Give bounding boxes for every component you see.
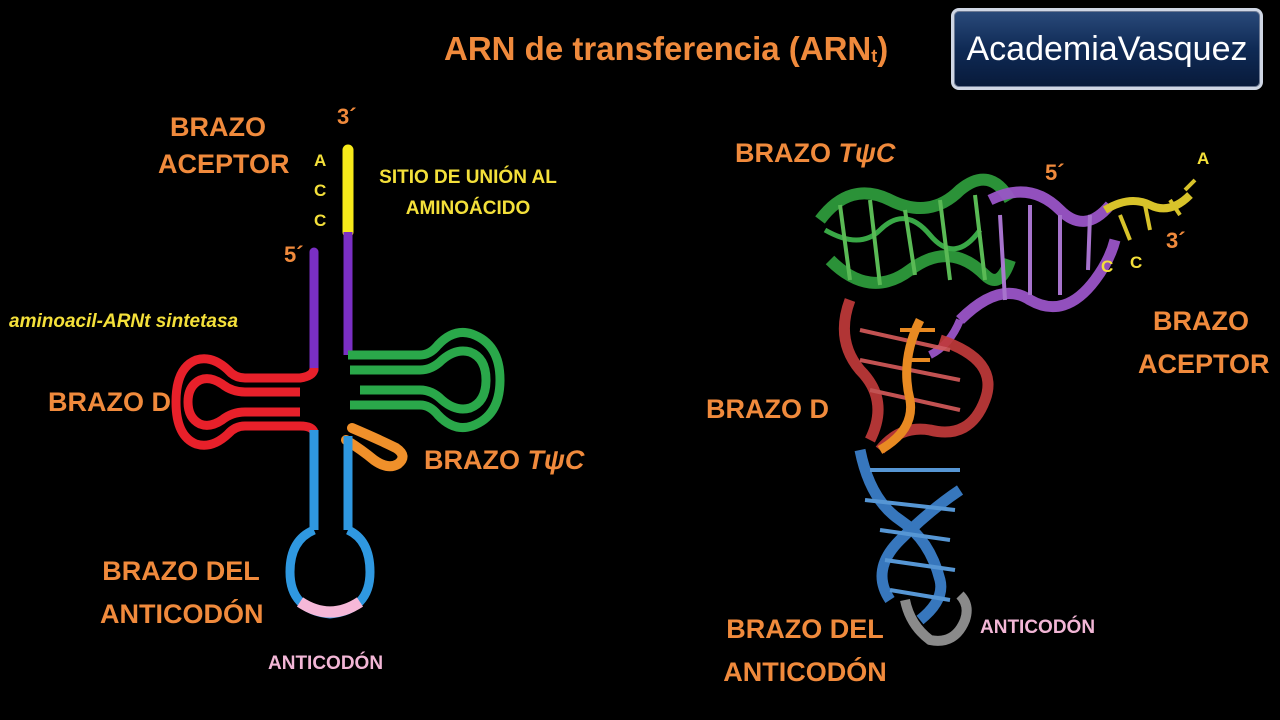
binding-site-line1: SITIO DE UNIÓN AL [379,167,557,188]
brand-label: AcademiaVasquez [966,29,1248,68]
page-title: ARN de transferencia (ARNt) [444,30,888,68]
left-anticodon-arm-label: BRAZO DEL ANTICODÓN [100,556,264,629]
left-five-prime-label: 5´ [284,242,304,267]
left-tpsic-symbol: TψC [527,445,585,475]
left-acceptor-line1: BRAZO [170,112,266,142]
left-acc-letter-c2: C [314,211,327,230]
left-three-prime-label: 3´ [337,104,357,129]
left-anticodon-label: ANTICODÓN [268,653,384,674]
binding-site-label: SITIO DE UNIÓN AL AMINOÁCIDO [368,168,568,218]
title-close: ) [877,30,889,67]
right-tpsic-arm-label: BRAZO TψC [735,140,895,167]
right-anticodon-label: ANTICODÓN [980,617,1096,638]
variable-loop [341,423,408,472]
brand-badge: AcademiaVasquez [951,8,1263,90]
right-acceptor-line1: BRAZO [1153,306,1249,336]
binding-site-line2: AMINOÁCIDO [405,198,531,219]
tpsic-arm-outer [348,327,505,433]
structure-grey-loop [900,591,972,646]
left-acc-letter-c1: C [314,181,327,200]
left-tpsic-arm-label: BRAZO TψC [424,447,584,474]
structure-cca-tail [1102,178,1197,241]
left-acceptor-line2: ACEPTOR [158,149,290,179]
d-arm-inner [183,374,300,430]
structure-orange-strand [877,317,935,454]
right-five-prime-label: 5´ [1045,160,1065,185]
left-acceptor-arm-label: BRAZO ACEPTOR [158,112,290,179]
synthetase-label: aminoacil-ARNt sintetasa [9,311,239,332]
left-anticodon-arm-line2: ANTICODÓN [100,599,264,629]
structure-blue-helix [854,448,964,625]
d-arm-loop [171,354,319,450]
tpsic-arm-inner [350,346,491,414]
structure-green-helix [815,173,1016,289]
right-tpsic-prefix: BRAZO [735,138,839,168]
left-d-arm-label: BRAZO D [48,387,171,417]
right-acceptor-arm-label: BRAZO ACEPTOR [1138,306,1270,379]
title-text: ARN de transferencia (ARN [444,30,872,67]
title-subscript: t [871,46,878,66]
right-c-letter-1: C [1101,257,1114,276]
left-acc-letter-a: A [314,151,327,170]
right-anticodon-arm-line1: BRAZO DEL [726,614,884,644]
left-tpsic-prefix: BRAZO [424,445,528,475]
right-anticodon-arm-label: BRAZO DEL ANTICODÓN [720,616,890,686]
left-anticodon-arm-line1: BRAZO DEL [102,556,260,586]
right-a-letter: A [1197,149,1210,168]
anticodon-loop-pink [296,597,364,618]
right-three-prime-label: 3´ [1166,228,1186,253]
right-anticodon-arm-line2: ANTICODÓN [723,657,887,687]
right-c-letter-2: C [1130,253,1143,272]
right-tpsic-symbol: TψC [838,138,896,168]
structure-purple-helix [928,186,1121,359]
right-acceptor-line2: ACEPTOR [1138,349,1270,379]
right-d-arm-label: BRAZO D [706,394,829,424]
